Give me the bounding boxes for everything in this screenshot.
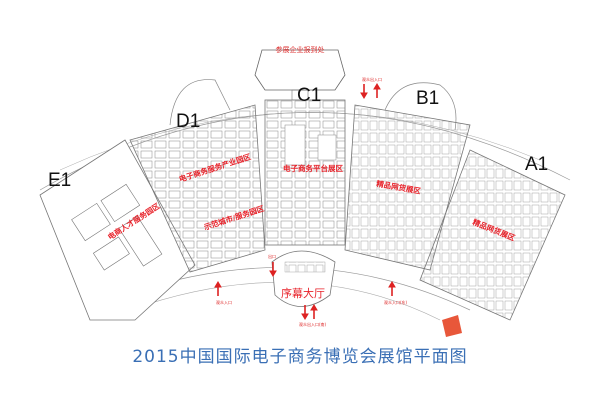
corner-pod-east xyxy=(384,82,457,131)
hall-label-a1: A1 xyxy=(525,154,548,175)
entrance-label-lobby-top: 出口 xyxy=(268,253,276,259)
arrow-down-icon xyxy=(269,262,277,277)
entrance-label-lobby: 观众出入口(南) xyxy=(299,321,327,327)
lobby-label: 序幕大厅 xyxy=(281,286,325,300)
zone-label-c1: 电子商务平台展区 xyxy=(283,163,343,173)
corner-pod-west xyxy=(169,79,231,126)
arrow-down-icon xyxy=(360,84,368,99)
arrow-up-icon xyxy=(388,281,396,296)
entrance-label-east: 观众入口(东) xyxy=(384,299,408,305)
hall-d1 xyxy=(129,104,266,273)
lobby-hall xyxy=(271,250,336,307)
hall-label-e1: E1 xyxy=(48,170,71,191)
hall-c1 xyxy=(264,99,346,246)
arrow-down-icon xyxy=(301,305,309,320)
entrance-arrows xyxy=(214,83,396,320)
arrow-up-icon xyxy=(310,304,318,319)
arrow-up-icon xyxy=(373,83,381,98)
hall-e1 xyxy=(39,139,196,321)
entrance-label-west: 观众入口 xyxy=(216,300,232,305)
map-title: 2015中国国际电子商务博览会展馆平面图 xyxy=(132,347,468,367)
hall-a1 xyxy=(419,149,566,337)
hall-label-c1: C1 xyxy=(297,85,321,106)
highlight-booth xyxy=(442,315,462,337)
arrow-up-icon xyxy=(214,281,222,296)
registration-label: 参展企业报到处 xyxy=(276,45,325,54)
entrance-label-north: 观众出入口 xyxy=(362,76,382,82)
hall-label-d1: D1 xyxy=(176,111,200,132)
hall-label-b1: B1 xyxy=(416,88,439,109)
